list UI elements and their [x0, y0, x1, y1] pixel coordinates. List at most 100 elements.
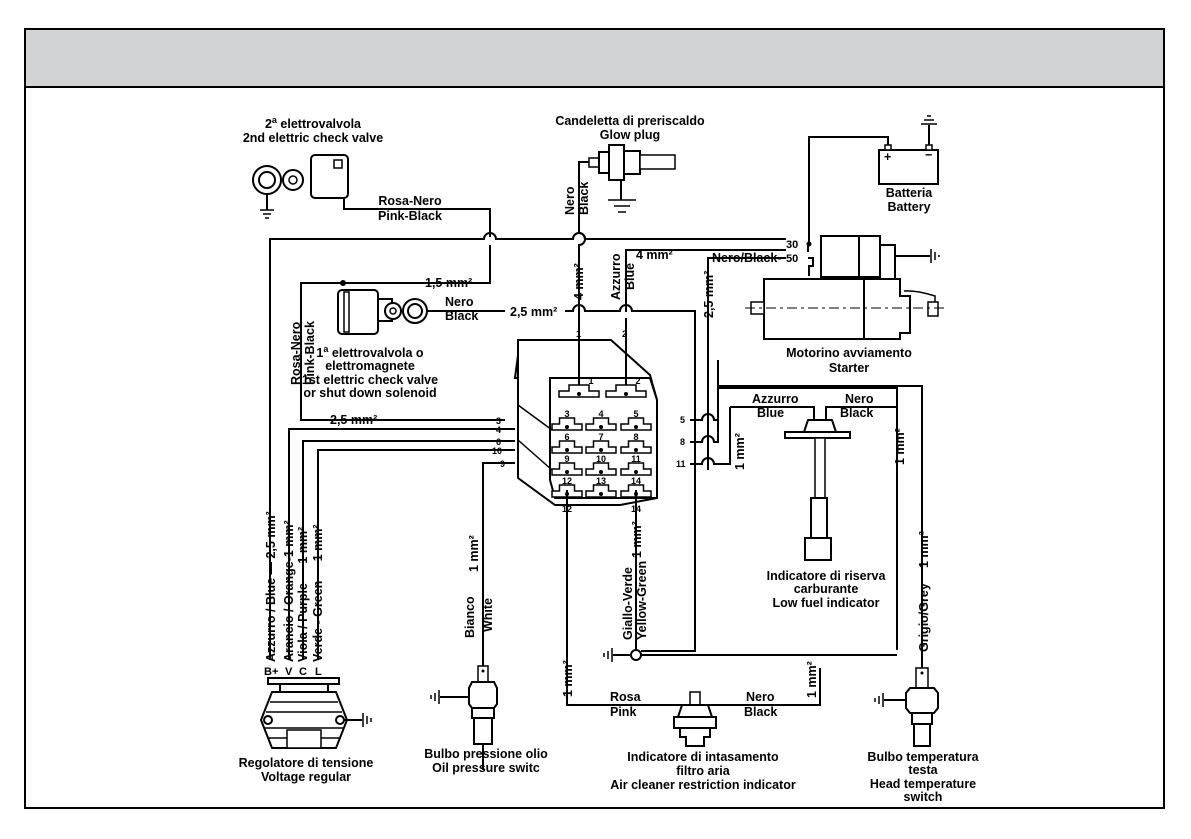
wire-label-1mm-rosa: 1 mm²	[561, 660, 575, 697]
starter-solenoid-cap	[879, 244, 896, 281]
wire-label-grigio-grey: Grigio/Grey	[917, 583, 931, 652]
voltage-regulator: B+ V C L Regolatore di tensione Voltage …	[239, 666, 374, 784]
battery: + − Batteria Battery	[878, 115, 939, 214]
wire-label-azzurro-fuel: Azzurro	[752, 392, 799, 406]
battery-label-1: Batteria	[886, 186, 934, 200]
ground-point-circle	[630, 649, 642, 661]
connector-pin-number-13: 13	[596, 476, 606, 486]
conn-label-left-3: 3	[496, 416, 501, 426]
wire-label-rosa-nero-top: Rosa-Nero	[378, 194, 442, 208]
connector-pin-contact-3	[565, 425, 569, 429]
glow-plug-hex	[608, 144, 625, 181]
connector-pin-13	[585, 484, 617, 498]
starter-solenoid-end	[858, 235, 881, 278]
header-band	[26, 30, 1163, 88]
regulator-label-1: Regolatore di tensione	[239, 756, 374, 770]
air-indicator-label-2: filtro aria	[676, 764, 731, 778]
wire-label-1mm-oil: 1 mm²	[467, 535, 481, 572]
head-temp-thread	[911, 712, 933, 725]
air-indicator-top	[676, 704, 714, 718]
low-fuel-label-3: Low fuel indicator	[773, 596, 880, 610]
low-fuel-cap	[802, 419, 838, 433]
conn-label-bottom-14: 14	[631, 504, 641, 514]
oil-switch-probe	[473, 717, 493, 745]
starter-label-1: Motorino avviamento	[786, 346, 912, 360]
wire-label-1mm-nero-air: 1 mm²	[805, 661, 819, 698]
low-fuel-label-1: Indicatore di riserva	[767, 569, 887, 583]
starter-solenoid-body	[820, 235, 860, 278]
battery-body	[878, 149, 939, 185]
valve2-terminal	[333, 159, 343, 169]
starter-terminals	[807, 244, 814, 276]
wire-label-giallo-verde: Giallo-Verde	[621, 567, 635, 640]
connector-pin-contact-13	[599, 492, 603, 496]
air-indicator-label-1: Indicatore di intasamento	[627, 750, 779, 764]
connector-pin-number-4: 4	[598, 409, 603, 419]
connector-pin-number-14: 14	[631, 476, 641, 486]
wire-label-pink-black-side: Pink-Black	[303, 321, 317, 385]
reg-mount-right	[335, 715, 345, 725]
connector-side-ribs	[517, 404, 553, 471]
wire-label-azzurro-top: Azzurro	[609, 253, 623, 300]
valve1-coil-inner	[407, 303, 423, 319]
wire-label-4mm-glow: 4 mm²	[572, 263, 586, 300]
air-indicator-flange	[673, 716, 717, 729]
wire-label-black-glow: Black	[577, 182, 591, 215]
valve1-label-2: elettromagnete	[325, 359, 415, 373]
wire-label-rosa: Rosa	[610, 690, 642, 704]
starter-motor: Motorino avviamento Starter 30 50	[745, 235, 945, 375]
reg-mount-left	[263, 715, 273, 725]
connector-pin-7	[585, 440, 617, 454]
reg-ground-icon	[362, 713, 372, 727]
wire-label-pink: Pink	[610, 705, 636, 719]
reg-terminal-v: V	[285, 666, 293, 678]
valve1-label-1: 1a elettrovalvola o	[316, 344, 424, 360]
valve2-label-1: 2a elettrovalvola	[265, 115, 362, 131]
glow-plug-terminal	[588, 157, 600, 168]
wire-label-1-5mm: 1,5 mm²	[425, 276, 472, 290]
first-check-valve: 1a elettrovalvola o elettromagnete 1st e…	[302, 280, 438, 400]
valve1-nut-hole	[389, 307, 397, 315]
wire-label-nero-fuel: Nero	[845, 392, 874, 406]
wire-blue-4mm	[625, 249, 786, 312]
starter-motor-body	[763, 278, 865, 340]
wire-label-2-5mm-starter: 2,5 mm²	[702, 271, 716, 318]
connector-pin-number-5: 5	[633, 409, 638, 419]
wire-label-2-5mm-valve1-black: 2,5 mm²	[510, 305, 557, 319]
wire-label-1mm-azzurro: 1 mm²	[733, 433, 747, 470]
reg-top-step	[279, 683, 329, 693]
low-fuel-wires	[730, 406, 897, 420]
head-temp-label-1: Bulbo temperatura	[867, 750, 979, 764]
wire-label-blue-top: Blue	[623, 263, 637, 290]
wire-regulator-leads	[269, 530, 319, 660]
head-temp-label-4: switch	[904, 790, 943, 804]
oil-switch-label-1: Bulbo pressione olio	[424, 747, 548, 761]
oil-switch-terminal	[477, 665, 489, 683]
connector-pin-10	[585, 462, 617, 476]
low-fuel-flange	[784, 431, 851, 439]
valve1-terminal	[343, 291, 350, 333]
second-check-valve: 2a elettrovalvola 2nd elettric check val…	[243, 115, 383, 219]
wire-label-4mm-blue: 4 mm²	[636, 248, 673, 262]
starter-terminal-dot	[806, 241, 812, 247]
connector-pin-4	[585, 417, 617, 431]
oil-pressure-switch: Bulbo pressione olio Oil pressure switc	[424, 665, 548, 775]
valve1-label-4: or shut down solenoid	[303, 386, 436, 400]
low-fuel-float	[810, 497, 828, 539]
head-temp-probe	[913, 723, 931, 747]
wire-battery-positive	[808, 136, 889, 244]
connector-pin-number-6: 6	[564, 432, 569, 442]
wire-connector-4	[288, 428, 515, 530]
connector-pin-contact-1	[577, 392, 581, 396]
wire-label-nero-valve1: Nero	[445, 295, 474, 309]
reg-label-plate	[286, 729, 322, 749]
wire-label-white: White	[481, 598, 495, 632]
head-temp-ground-icon	[874, 693, 884, 707]
starter-lever	[903, 290, 936, 310]
valve2-coil-inner	[258, 171, 276, 189]
conn-label-right-11: 11	[676, 459, 686, 469]
wire-label-nero-air: Nero	[746, 690, 775, 704]
connector-pin-number-8: 8	[633, 432, 638, 442]
connector-pin-1	[558, 384, 600, 398]
